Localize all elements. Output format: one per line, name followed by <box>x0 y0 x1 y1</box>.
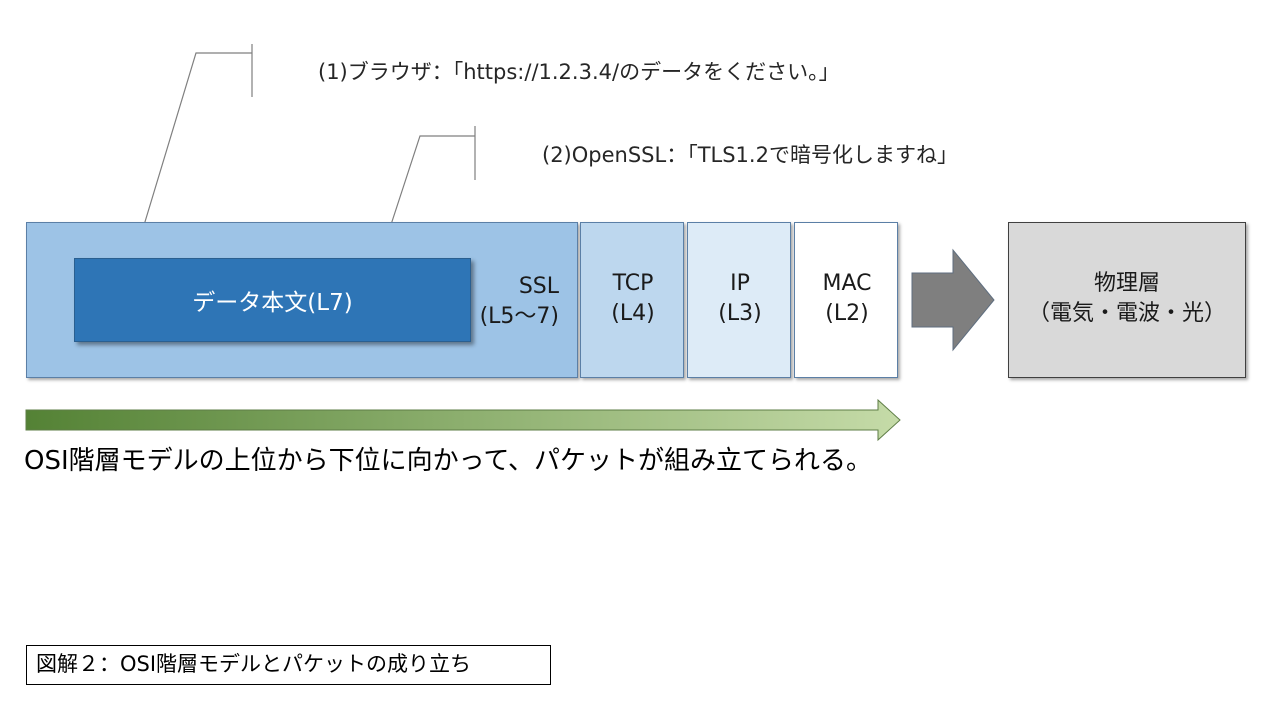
ip-label: IP (L3) <box>688 269 792 329</box>
ip-label-line1: IP <box>730 271 750 296</box>
physical-label-line1: 物理層 <box>1093 271 1160 296</box>
mac-label-line1: MAC <box>822 271 872 296</box>
tcp-label-line2: (L4) <box>611 301 655 326</box>
data-body-label: データ本文(L7) <box>192 290 353 316</box>
tcp-label: TCP (L4) <box>581 269 685 329</box>
ssl-label-line1: SSL <box>518 274 559 299</box>
physical-label-line2: （電気・電波・光） <box>1027 301 1226 326</box>
data-body-box: データ本文(L7) <box>74 258 471 342</box>
ssl-label: SSL (L5～7) <box>473 272 573 332</box>
figure-label-text: 図解２：OSI階層モデルとパケットの成り立ち <box>36 652 472 676</box>
physical-layer-box: 物理層 （電気・電波・光） <box>1008 222 1246 378</box>
ip-label-line2: (L3) <box>718 301 762 326</box>
callout-browser-text: (1)ブラウザ：「https://1.2.3.4/のデータをください。」 <box>318 60 840 84</box>
arrow-right-icon <box>911 248 995 352</box>
mac-label-line2: (L2) <box>825 301 869 326</box>
ip-layer-box: IP (L3) <box>687 222 791 378</box>
assembly-caption: OSI階層モデルの上位から下位に向かって、パケットが組み立てられる。 <box>24 446 873 476</box>
mac-layer-box: MAC (L2) <box>794 222 898 378</box>
callout-1-leader <box>137 52 252 246</box>
callout-openssl-text: (2)OpenSSL：「TLS1.2で暗号化しますね」 <box>542 143 958 167</box>
figure-label: 図解２：OSI階層モデルとパケットの成り立ち <box>26 645 551 685</box>
tcp-layer-box: TCP (L4) <box>580 222 684 378</box>
assembly-direction-arrow-icon <box>25 398 901 442</box>
tcp-label-line1: TCP <box>612 271 654 296</box>
mac-label: MAC (L2) <box>795 269 899 329</box>
callout-2-leader <box>384 135 475 244</box>
ssl-label-line2: (L5～7) <box>479 304 559 329</box>
physical-label: 物理層 （電気・電波・光） <box>1009 269 1245 329</box>
